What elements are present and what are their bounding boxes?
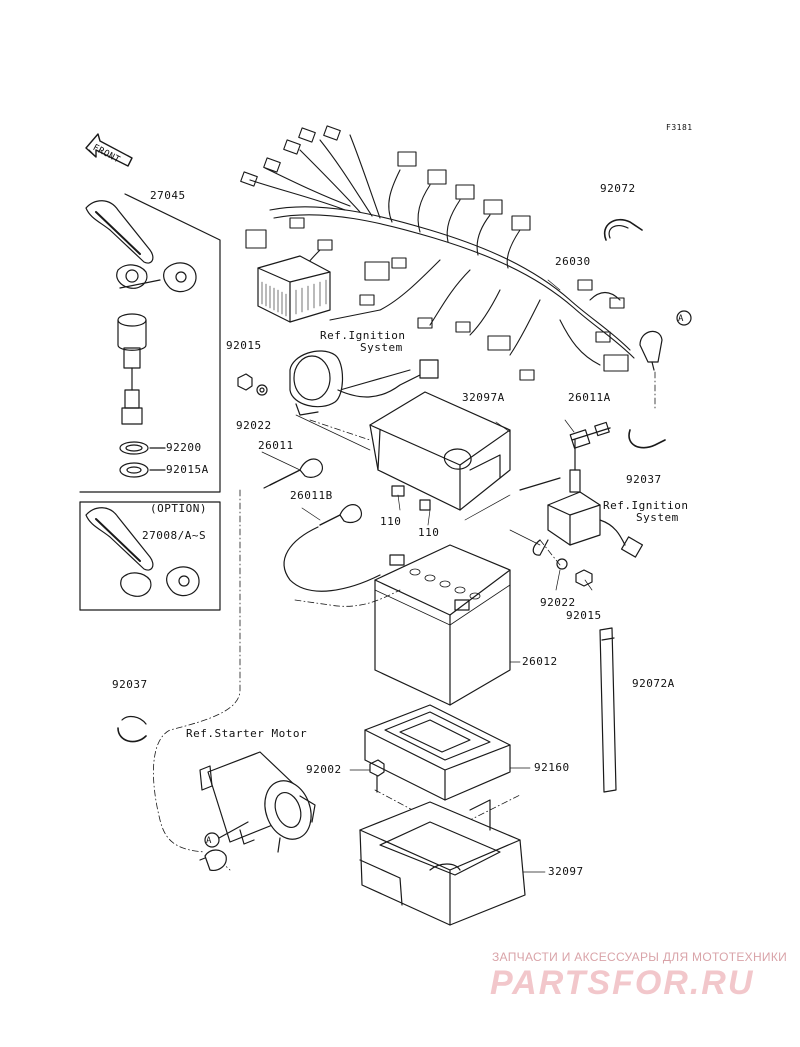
part-92037-b[interactable]: 92037: [112, 678, 148, 691]
battery-cover: [369, 391, 511, 511]
ignition-coil: [289, 350, 439, 416]
part-92022-a[interactable]: 92022: [236, 419, 272, 432]
fuse-box: [257, 255, 331, 323]
starter-motor: [199, 751, 316, 853]
clamp-92037: [628, 429, 666, 449]
part-92015-b[interactable]: 92015: [566, 609, 602, 622]
ignition-switch-box: [79, 193, 221, 611]
part-27008[interactable]: 27008/A~S: [142, 529, 207, 542]
part-27045[interactable]: 27045: [150, 189, 186, 202]
part-26012[interactable]: 26012: [522, 655, 558, 668]
part-92022-b[interactable]: 92022: [540, 596, 576, 609]
part-110-b[interactable]: 110: [418, 526, 440, 539]
part-26030[interactable]: 26030: [555, 255, 591, 268]
part-92037-a[interactable]: 92037: [626, 473, 662, 486]
option-key: [85, 507, 200, 597]
battery: [374, 544, 511, 706]
part-92200[interactable]: 92200: [166, 441, 202, 454]
part-32097A[interactable]: 32097A: [462, 391, 505, 404]
part-92015-a[interactable]: 92015: [226, 339, 262, 352]
part-26011[interactable]: 26011: [258, 439, 294, 452]
clamp-92072: [603, 218, 643, 241]
part-92002[interactable]: 92002: [306, 763, 342, 776]
clamp-92037-b: [117, 715, 147, 743]
part-92160[interactable]: 92160: [534, 761, 570, 774]
connector-a: [639, 330, 663, 371]
front-arrow-icon: [85, 133, 133, 167]
part-92015A[interactable]: 92015A: [166, 463, 209, 476]
battery-strap: [599, 627, 617, 793]
part-110-a[interactable]: 110: [380, 515, 402, 528]
cable-26011B: [283, 504, 381, 592]
marker-a-bottom: A: [206, 836, 212, 846]
ref-ignition-top-line1[interactable]: Ref.Ignition: [320, 329, 406, 342]
leader-lines: [149, 279, 593, 873]
wiring-harness: [240, 125, 635, 391]
cable-26011A: [569, 421, 611, 449]
starter-relay: [519, 439, 644, 587]
ref-ignition-right-line1[interactable]: Ref.Ignition: [603, 499, 689, 512]
option-label: (OPTION): [150, 502, 207, 515]
ref-ignition-right-line2[interactable]: System: [636, 511, 679, 524]
part-92072[interactable]: 92072: [600, 182, 636, 195]
bolt-92002: [369, 759, 385, 793]
part-32097[interactable]: 32097: [548, 865, 584, 878]
ref-ignition-top-line2[interactable]: System: [360, 341, 403, 354]
watermark-caption: ЗАПЧАСТИ И АКСЕССУАРЫ ДЛЯ МОТОТЕХНИКИ: [492, 950, 788, 964]
battery-case: [359, 799, 526, 926]
part-26011B[interactable]: 26011B: [290, 489, 333, 502]
page-code: F3181: [666, 123, 693, 132]
ref-starter-motor[interactable]: Ref.Starter Motor: [186, 727, 308, 740]
watermark-brand: PARTSFOR.RU: [490, 964, 755, 1002]
battery-tray: [364, 704, 511, 801]
ignition-switch: [117, 313, 166, 478]
circle-a-markers: [204, 310, 692, 848]
ignition-key: [85, 200, 197, 293]
part-92072A[interactable]: 92072A: [632, 677, 675, 690]
cable-26011: [263, 458, 324, 489]
nut-92015: [237, 373, 253, 391]
part-26011A[interactable]: 26011A: [568, 391, 611, 404]
marker-a-top: A: [678, 314, 684, 324]
starter-cable: [199, 849, 227, 871]
washer-92022: [256, 384, 268, 396]
